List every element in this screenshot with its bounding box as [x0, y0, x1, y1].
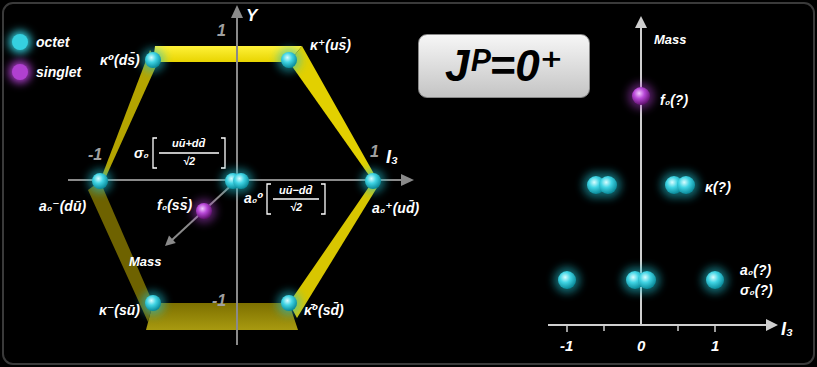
mass-dots — [554, 83, 728, 293]
hexagon — [88, 46, 378, 330]
particle-label: κ⁻(sū) — [99, 302, 140, 319]
mass-label: κ(?) — [705, 179, 731, 196]
fraction-denominator: √2 — [183, 155, 195, 168]
particle-label: a₀⁻(dū) — [39, 198, 86, 215]
particle-label: κ⁺(us̄) — [310, 37, 351, 54]
particle-label: a₀⁺(ud̄) — [370, 200, 421, 217]
axis-name: Mass — [654, 32, 687, 48]
legend-text: octet — [36, 34, 69, 51]
axis-name: Y — [246, 6, 257, 26]
axes-left — [68, 5, 414, 345]
tick-label: -1 — [212, 291, 226, 310]
mass-label: a₀(?) — [740, 262, 771, 279]
tick-label: -1 — [88, 145, 102, 164]
axis-name: I₃ — [781, 319, 793, 341]
mass-label: f₀(?) — [660, 92, 688, 109]
particle-label: κ⁰(ds̄) — [100, 52, 140, 69]
particle-label: κ̄⁰(sd̄) — [304, 302, 344, 319]
mass-label: σ₀(?) — [740, 282, 773, 299]
axis-name: I₃ — [386, 147, 398, 169]
tick-label: 1 — [711, 337, 719, 355]
title-text: Jᴾ=0⁺ — [445, 42, 563, 90]
tick-label: 1 — [217, 21, 226, 40]
particle-label: a₀⁰ — [244, 190, 263, 207]
axis-name: Mass — [129, 254, 162, 270]
title-box: Jᴾ=0⁺ — [418, 34, 590, 98]
fraction-denominator: √2 — [290, 201, 302, 214]
tick-label: -1 — [560, 337, 573, 355]
fraction-numerator: uū−dd̄ — [279, 184, 312, 197]
tick-label: 1 — [370, 142, 379, 161]
tick-label: 0 — [637, 337, 645, 355]
fraction-numerator: uū+dd̄ — [172, 137, 205, 150]
frame — [3, 3, 814, 364]
legend-swatch — [12, 34, 28, 50]
meson-dots — [88, 48, 385, 315]
legend-text: singlet — [36, 64, 81, 81]
fraction-brackets — [153, 138, 325, 214]
particle-label: σ₀ — [134, 145, 149, 162]
particle-label: f₀(ss̄) — [157, 197, 192, 214]
legend-swatch — [12, 64, 28, 80]
